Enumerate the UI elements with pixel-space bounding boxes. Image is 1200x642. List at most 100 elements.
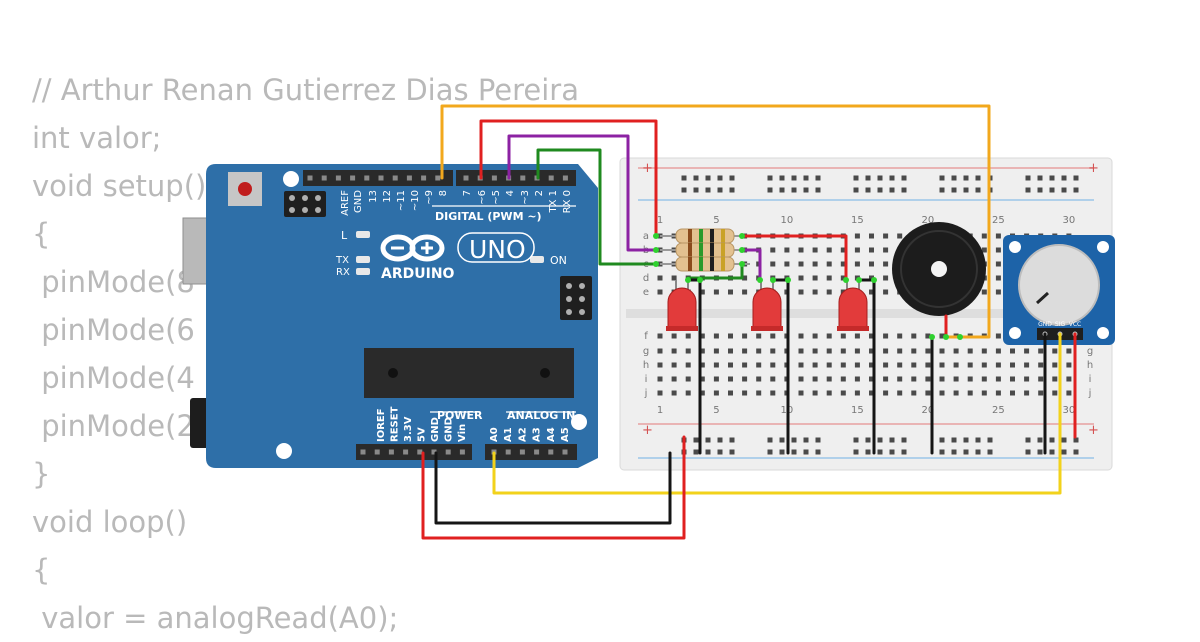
resistor: [660, 242, 750, 258]
breadboard-hole: [699, 376, 705, 382]
breadboard-hole: [1038, 390, 1044, 396]
code-line: void loop(): [32, 505, 188, 539]
rail-hole: [975, 437, 981, 443]
breadboard-hole: [685, 390, 691, 396]
column-number: 1: [657, 405, 663, 416]
rail-hole: [901, 175, 907, 181]
breadboard-hole: [869, 247, 874, 253]
rail-hole: [717, 187, 723, 193]
breadboard-hole: [869, 390, 874, 396]
header-pin: [562, 449, 568, 455]
rail-hole: [853, 449, 859, 455]
column-number: 30: [1063, 405, 1076, 416]
row-letter: i: [645, 374, 648, 385]
wire-endpoints: [653, 233, 963, 340]
breadboard-hole: [812, 333, 818, 339]
code-line: valor = analogRead(A0);: [32, 601, 399, 635]
breadboard-hole: [812, 261, 818, 267]
breadboard-hole: [756, 333, 762, 339]
breadboard-hole: [798, 289, 804, 295]
rail-hole: [951, 437, 957, 443]
rail-hole: [901, 437, 907, 443]
breadboard-hole: [840, 247, 846, 253]
breadboard-hole: [671, 348, 677, 354]
breadboard-hole: [742, 362, 748, 368]
potentiometer-pin-label: VCC: [1069, 321, 1081, 328]
breadboard-hole: [742, 376, 748, 382]
rail-hole: [767, 187, 773, 193]
column-number: 10: [781, 215, 794, 226]
header-pin: [321, 175, 327, 181]
breadboard-hole: [883, 390, 889, 396]
rail-hole: [963, 187, 969, 193]
rail-hole: [951, 449, 957, 455]
column-number: 20: [922, 405, 935, 416]
rail-hole: [1061, 437, 1067, 443]
breadboard-hole: [699, 390, 705, 396]
rail-hole: [705, 175, 711, 181]
header-pin: [360, 449, 366, 455]
rail-hole: [1049, 437, 1055, 443]
header-pin: [421, 175, 427, 181]
breadboard-hole: [1038, 348, 1044, 354]
breadboard-hole: [742, 348, 748, 354]
rail-hole: [939, 175, 945, 181]
row-letter: i: [1089, 374, 1092, 385]
breadboard-hole: [883, 289, 889, 295]
rail-hole: [1025, 175, 1031, 181]
breadboard-hole: [657, 275, 663, 281]
breadboard-hole: [1024, 376, 1030, 382]
breadboard-hole: [657, 376, 663, 382]
breadboard-hole: [883, 333, 889, 339]
rail-hole: [975, 187, 981, 193]
rail-hole: [1037, 187, 1043, 193]
digital-header-right: [456, 170, 576, 186]
breadboard-hole: [728, 289, 733, 295]
breadboard-hole: [869, 233, 874, 239]
resistor: [660, 256, 750, 272]
breadboard-hole: [995, 390, 1001, 396]
digital-pin-label: 2: [534, 190, 545, 196]
breadboard-hole: [854, 247, 860, 253]
header-pin: [548, 175, 554, 181]
rail-hole: [1025, 437, 1031, 443]
breadboard-hole: [995, 275, 1001, 281]
column-number: 20: [922, 215, 935, 226]
breadboard-hole: [699, 289, 705, 295]
rail-hole: [1061, 449, 1067, 455]
power-pin-label: RESET: [390, 406, 401, 442]
digital-pin-label: ~5: [491, 190, 502, 205]
rail-plus-label: +: [642, 423, 653, 438]
breadboard-hole: [1052, 362, 1058, 368]
digital-pin-label: AREF: [340, 190, 351, 216]
rail-hole: [803, 187, 809, 193]
rail-hole: [1037, 175, 1043, 181]
breadboard-hole: [869, 289, 874, 295]
breadboard-hole: [812, 348, 818, 354]
wire-red: [740, 234, 848, 282]
breadboard-hole: [784, 261, 790, 267]
resistor: [660, 228, 750, 244]
breadboard-hole: [1024, 390, 1030, 396]
rail-hole: [889, 449, 895, 455]
digital-pin-label: ~11: [396, 190, 407, 211]
led-tx-label: TX: [335, 255, 349, 266]
breadboard-hole: [1038, 362, 1044, 368]
wire-green: [686, 262, 744, 280]
led-rx: [356, 268, 370, 275]
rail-hole: [877, 187, 883, 193]
breadboard-hole: [911, 376, 917, 382]
row-letter: j: [644, 388, 648, 399]
rail-hole: [975, 449, 981, 455]
code-line: {: [32, 553, 51, 587]
breadboard-hole: [981, 362, 987, 368]
digital-pin-label: 4: [505, 190, 516, 196]
red-led: [666, 280, 698, 331]
red-led: [751, 280, 783, 331]
breadboard-hole: [657, 333, 663, 339]
row-letter: h: [643, 360, 649, 371]
breadboard-hole: [742, 289, 748, 295]
rail-hole: [803, 437, 809, 443]
